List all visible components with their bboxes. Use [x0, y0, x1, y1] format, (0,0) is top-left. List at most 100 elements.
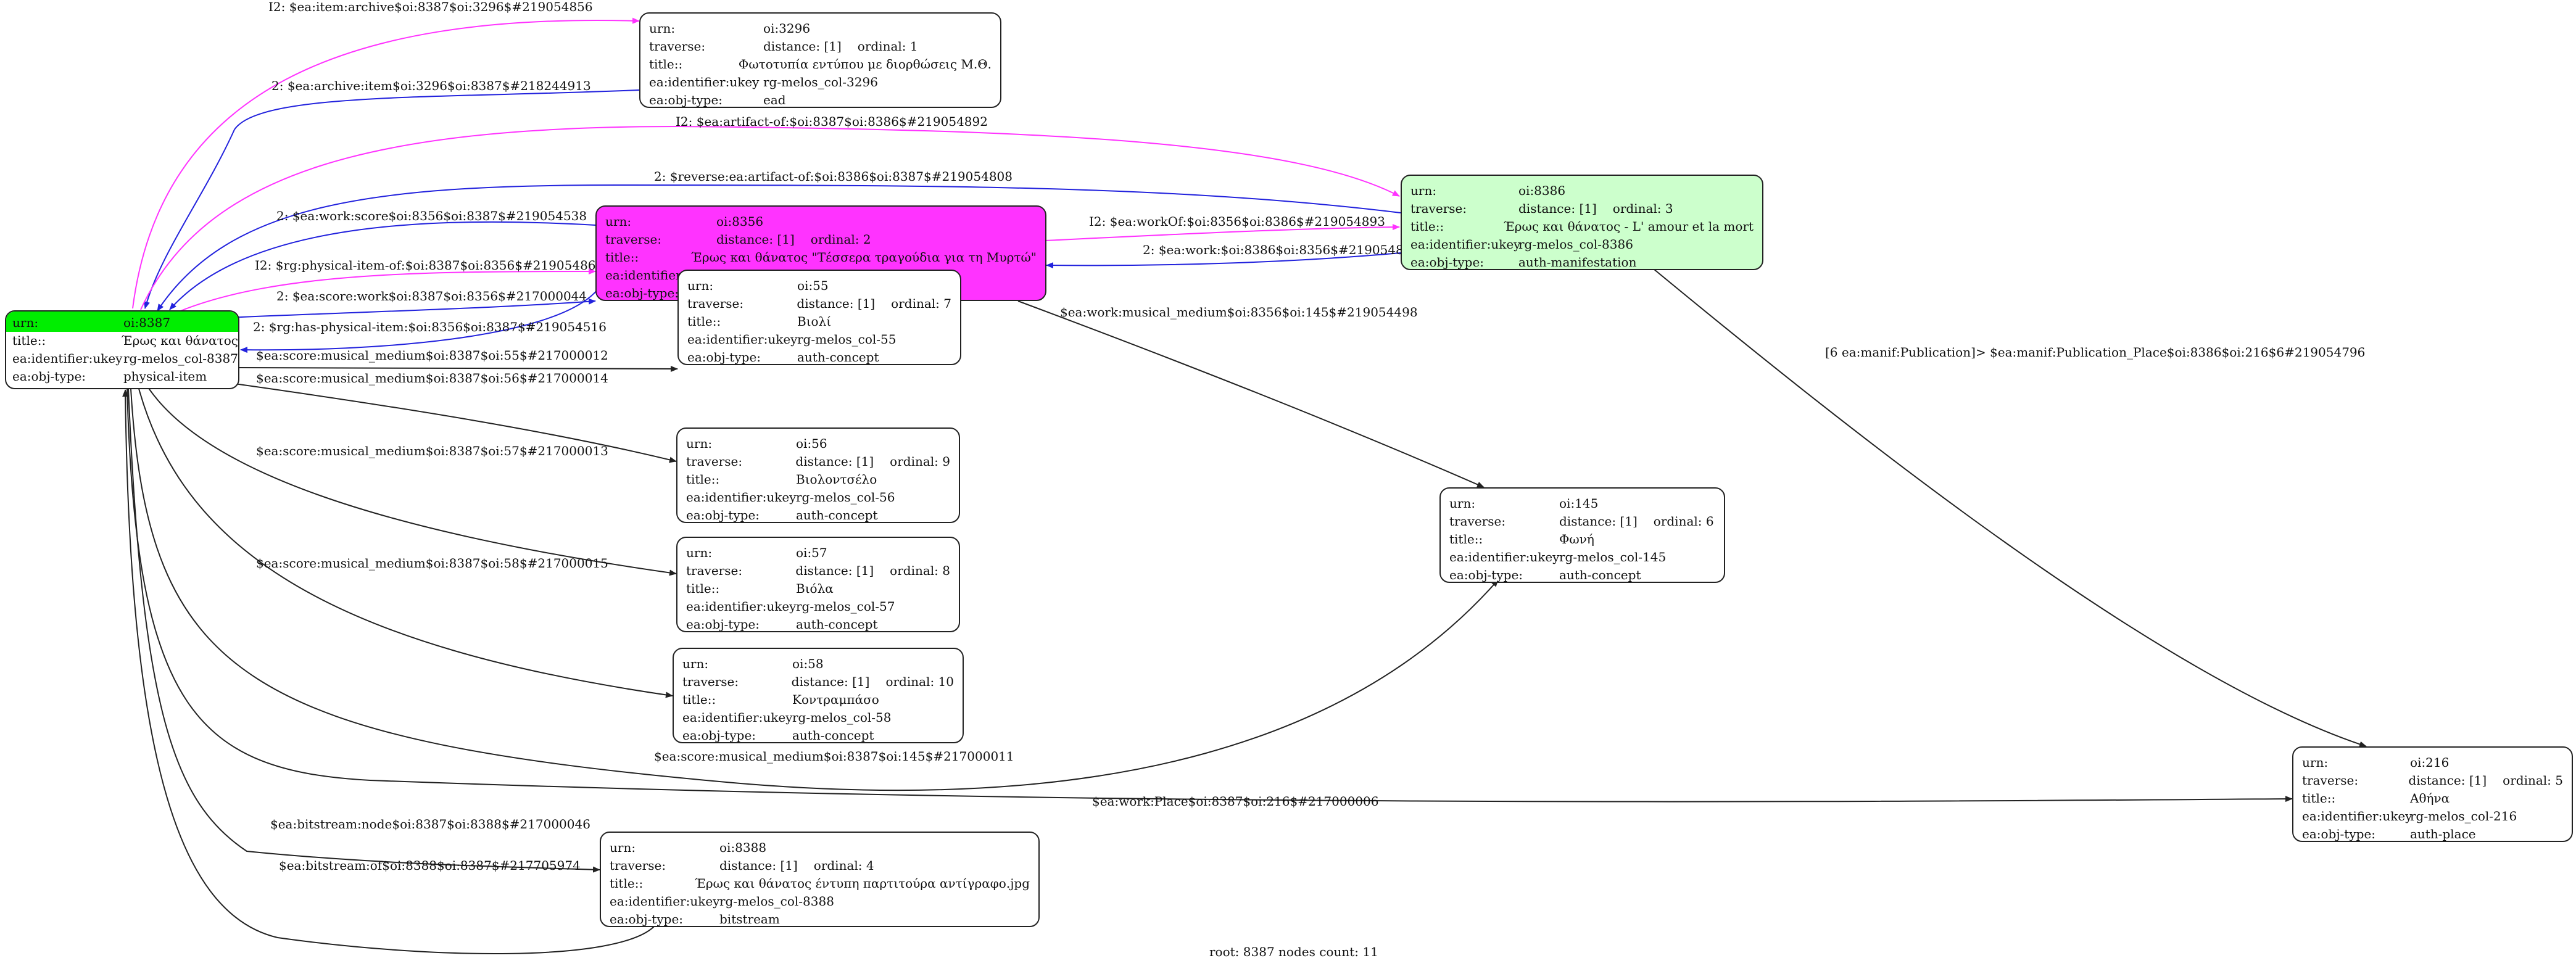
row-ordinal: ordinal: 9 [890, 454, 950, 469]
node-row: ea:obj-type:auth-place [2302, 825, 2563, 843]
node-55[interactable]: urn:oi:55 traverse:distance: [1]ordinal:… [677, 270, 961, 365]
row-key: traverse: [1449, 514, 1506, 529]
node-row: title::Βιόλα [686, 580, 950, 598]
row-value: auth-concept [1559, 568, 1641, 582]
node-3296[interactable]: urn:oi:3296 traverse:distance: [1]ordina… [639, 12, 1001, 108]
row-key: ea:obj-type: [605, 286, 679, 300]
node-row: ea:obj-type:auth-concept [687, 349, 951, 366]
row-value: Βιολί [797, 314, 832, 329]
node-row: ea:obj-type:auth-manifestation [1410, 254, 1754, 271]
row-key: urn: [12, 315, 39, 330]
edge-path [1017, 300, 1485, 488]
row-value: physical-item [123, 369, 207, 384]
node-row: urn:oi:55 [687, 277, 951, 295]
edge-path [147, 387, 677, 576]
node-row: traverse:distance: [1]ordinal: 3 [1410, 200, 1754, 218]
row-value: oi:8386 [1518, 183, 1566, 198]
row-value: oi:56 [796, 436, 827, 451]
row-ordinal: ordinal: 1 [857, 39, 918, 54]
node-row: title::Έρως και θάνατος - L' amour et la… [1410, 218, 1754, 236]
node-row: urn:oi:57 [686, 544, 950, 562]
row-value: rg-melos_col-8386 [1518, 237, 1633, 252]
edge-label: I2: $ea:item:archive$oi:8387$oi:3296$#21… [268, 0, 593, 14]
row-ordinal: ordinal: 4 [813, 858, 874, 873]
row-key: ea:identifier:ukey [1449, 550, 1560, 564]
row-value: distance: [1] [1518, 201, 1597, 216]
node-56[interactable]: urn:oi:56 traverse:distance: [1]ordinal:… [676, 427, 960, 523]
node-8386[interactable]: urn:oi:8386 traverse:distance: [1]ordina… [1401, 175, 1763, 270]
row-value: rg-melos_col-8387 [123, 351, 238, 366]
node-row: title::Βιολί [687, 313, 951, 331]
edge-label: $ea:score:musical_medium$oi:8387$oi:145$… [654, 749, 1014, 764]
row-key: title:: [686, 472, 720, 487]
row-value: Έρως και θάνατος "Τέσσερα τραγούδια για … [690, 250, 1037, 265]
row-value: distance: [1] [763, 39, 842, 54]
row-key: ea:identifier:ukey [1410, 237, 1521, 252]
edge-label: $ea:work:musical_medium$oi:8356$oi:145$#… [1060, 305, 1418, 320]
row-key: ea:obj-type: [682, 728, 756, 743]
node-row: urn:oi:56 [686, 435, 950, 453]
row-value: oi:145 [1559, 496, 1599, 511]
node-145[interactable]: urn:oi:145 traverse:distance: [1]ordinal… [1439, 487, 1725, 583]
row-ordinal: ordinal: 10 [885, 674, 954, 689]
row-ordinal: ordinal: 2 [810, 232, 871, 247]
row-value: ead [763, 93, 786, 107]
node-216[interactable]: urn:oi:216 traverse:distance: [1]ordinal… [2292, 746, 2573, 842]
edge-path [144, 89, 640, 309]
row-key: ea:obj-type: [1410, 255, 1485, 270]
edge-path [178, 268, 596, 312]
row-key: title:: [605, 250, 639, 265]
edge-label: [6 ea:manif:Publication]> $ea:manif:Publ… [1825, 345, 2365, 360]
row-value: Έρως και θάνατος έντυπη παρτιτούρα αντίγ… [694, 876, 1030, 891]
row-key: ea:obj-type: [686, 508, 760, 522]
row-key: title:: [2302, 791, 2336, 806]
row-key: ea:obj-type: [686, 617, 760, 632]
row-key: ea:identifier:ukey [686, 599, 797, 614]
edge-label: 2: $ea:work:score$oi:8356$oi:8387$#21905… [276, 208, 587, 223]
row-value: Αθήνα [2410, 791, 2450, 806]
row-key: ea:identifier:ukey [12, 351, 123, 366]
row-key: traverse: [682, 674, 739, 689]
row-value: Έρως και θάνατος [121, 333, 238, 348]
row-value: distance: [1] [716, 232, 795, 247]
row-value: bitstream [719, 912, 780, 927]
node-root-8387[interactable]: urn: oi:8387 title::Έρως και θάνατος ea:i… [5, 310, 239, 389]
row-key: traverse: [686, 454, 743, 469]
node-8388[interactable]: urn:oi:8388 traverse:distance: [1]ordina… [600, 832, 1040, 927]
row-value: oi:55 [797, 278, 829, 293]
row-value: auth-concept [797, 350, 879, 365]
edge-label: $ea:bitstream:of$oi:8388$oi:8387$#217705… [279, 858, 581, 873]
row-value: distance: [1] [791, 674, 870, 689]
edge-label: 2: $ea:archive:item$oi:3296$oi:8387$#218… [271, 78, 591, 93]
row-value: oi:8356 [716, 214, 764, 229]
edge-label: 2: $rg:has-physical-item:$oi:8356$oi:838… [253, 320, 607, 334]
row-key: ea:identifier:ukey [686, 490, 797, 505]
edge-path [157, 184, 1401, 312]
row-value: rg-melos_col-8388 [719, 894, 834, 909]
node-row: urn: oi:8356 [605, 213, 1037, 231]
row-key: urn: [605, 214, 632, 229]
node-58[interactable]: urn:oi:58 traverse:distance: [1]ordinal:… [673, 648, 964, 743]
edge-label: I2: $rg:physical-item-of:$oi:8387$oi:835… [255, 258, 603, 273]
row-key: ea:identifier:ukey [610, 894, 720, 909]
edge-path [140, 125, 1400, 310]
node-row: urn: oi:8387 [6, 312, 238, 332]
row-key: urn: [1449, 496, 1476, 511]
row-value: Βιόλα [796, 581, 834, 596]
node-row: ea:obj-type:physical-item [6, 368, 238, 386]
node-row: title::Έρως και θάνατος [6, 332, 238, 350]
edge-label: I2: $ea:workOf:$oi:8356$oi:8386$#2190548… [1089, 214, 1385, 229]
row-value: oi:216 [2410, 755, 2450, 770]
edge-path [132, 17, 640, 309]
row-ordinal: ordinal: 8 [890, 563, 950, 578]
row-value: oi:8387 [123, 315, 171, 330]
node-row: title::Έρως και θάνατος έντυπη παρτιτούρ… [610, 875, 1030, 893]
node-57[interactable]: urn:oi:57 traverse:distance: [1]ordinal:… [676, 537, 960, 632]
